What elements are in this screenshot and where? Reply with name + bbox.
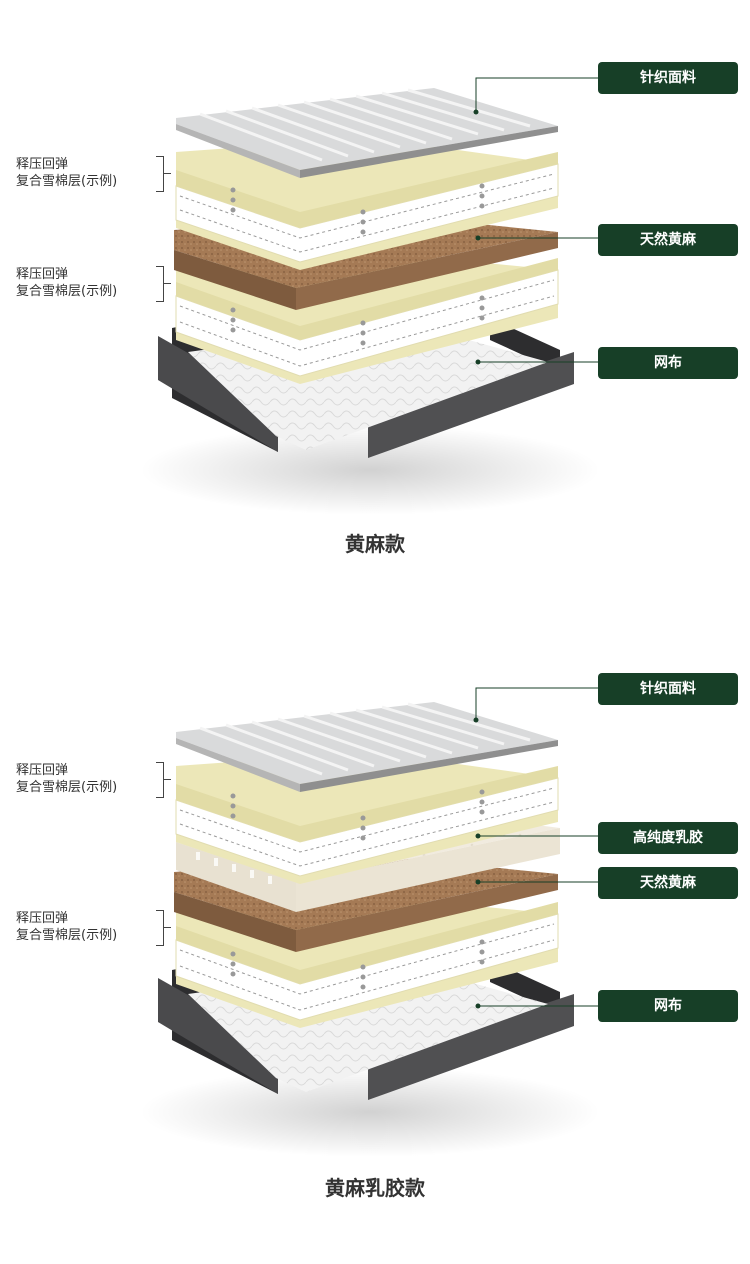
side-label-line2: 复合雪棉层(示例) <box>16 928 118 943</box>
side-label-line2: 复合雪棉层(示例) <box>16 780 118 795</box>
mattress-diagram-jute: 针织面料 天然黄麻 网布 释压回弹 复合雪棉层(示例) 释压回弹 复合雪棉层(示… <box>0 0 750 600</box>
tag-high-purity-latex: 高纯度乳胶 <box>598 822 738 854</box>
base-shadow <box>140 1067 600 1157</box>
leader-dot <box>475 359 481 365</box>
side-label-line1: 释压回弹 <box>16 911 69 926</box>
bracket <box>156 762 171 798</box>
tag-mesh: 网布 <box>598 990 738 1022</box>
side-label-foam-lower: 释压回弹 复合雪棉层(示例) <box>16 910 156 944</box>
tag-knit-fabric: 针织面料 <box>598 673 738 705</box>
panel-caption: 黄麻款 <box>345 532 405 556</box>
leader-dot <box>473 717 479 723</box>
layer-stack-illustration <box>140 77 600 515</box>
layer-stack-illustration <box>140 687 600 1157</box>
side-label-foam-lower: 释压回弹 复合雪棉层(示例) <box>16 266 156 300</box>
tag-natural-jute: 天然黄麻 <box>598 224 738 256</box>
tag-natural-jute: 天然黄麻 <box>598 867 738 899</box>
knit-fabric-layer <box>176 702 558 792</box>
leader-dot <box>475 235 481 241</box>
side-label-foam-upper: 释压回弹 复合雪棉层(示例) <box>16 762 156 796</box>
side-label-line1: 释压回弹 <box>16 763 69 778</box>
bracket <box>156 910 171 946</box>
side-label-line2: 复合雪棉层(示例) <box>16 284 118 299</box>
side-label-line1: 释压回弹 <box>16 157 69 172</box>
bracket <box>156 156 171 192</box>
panel-caption: 黄麻乳胶款 <box>325 1176 425 1200</box>
leader-lines <box>475 687 598 1007</box>
side-label-foam-upper: 释压回弹 复合雪棉层(示例) <box>16 156 156 190</box>
knit-fabric-layer <box>176 88 558 178</box>
leader-dot <box>475 833 481 839</box>
leader-dot <box>473 109 479 115</box>
side-label-line1: 释压回弹 <box>16 267 69 282</box>
leader-dot <box>475 879 481 885</box>
tag-knit-fabric: 针织面料 <box>598 62 738 94</box>
mattress-diagram-jute-latex: 针织面料 高纯度乳胶 天然黄麻 网布 释压回弹 复合雪棉层(示例) 释压回弹 复… <box>0 620 750 1264</box>
bracket <box>156 266 171 302</box>
tag-mesh: 网布 <box>598 347 738 379</box>
leader-lines <box>475 77 598 363</box>
foam-composite-layer-lower <box>175 896 559 1028</box>
leader-dot <box>475 1003 481 1009</box>
base-shadow <box>140 425 600 515</box>
side-label-line2: 复合雪棉层(示例) <box>16 174 118 189</box>
